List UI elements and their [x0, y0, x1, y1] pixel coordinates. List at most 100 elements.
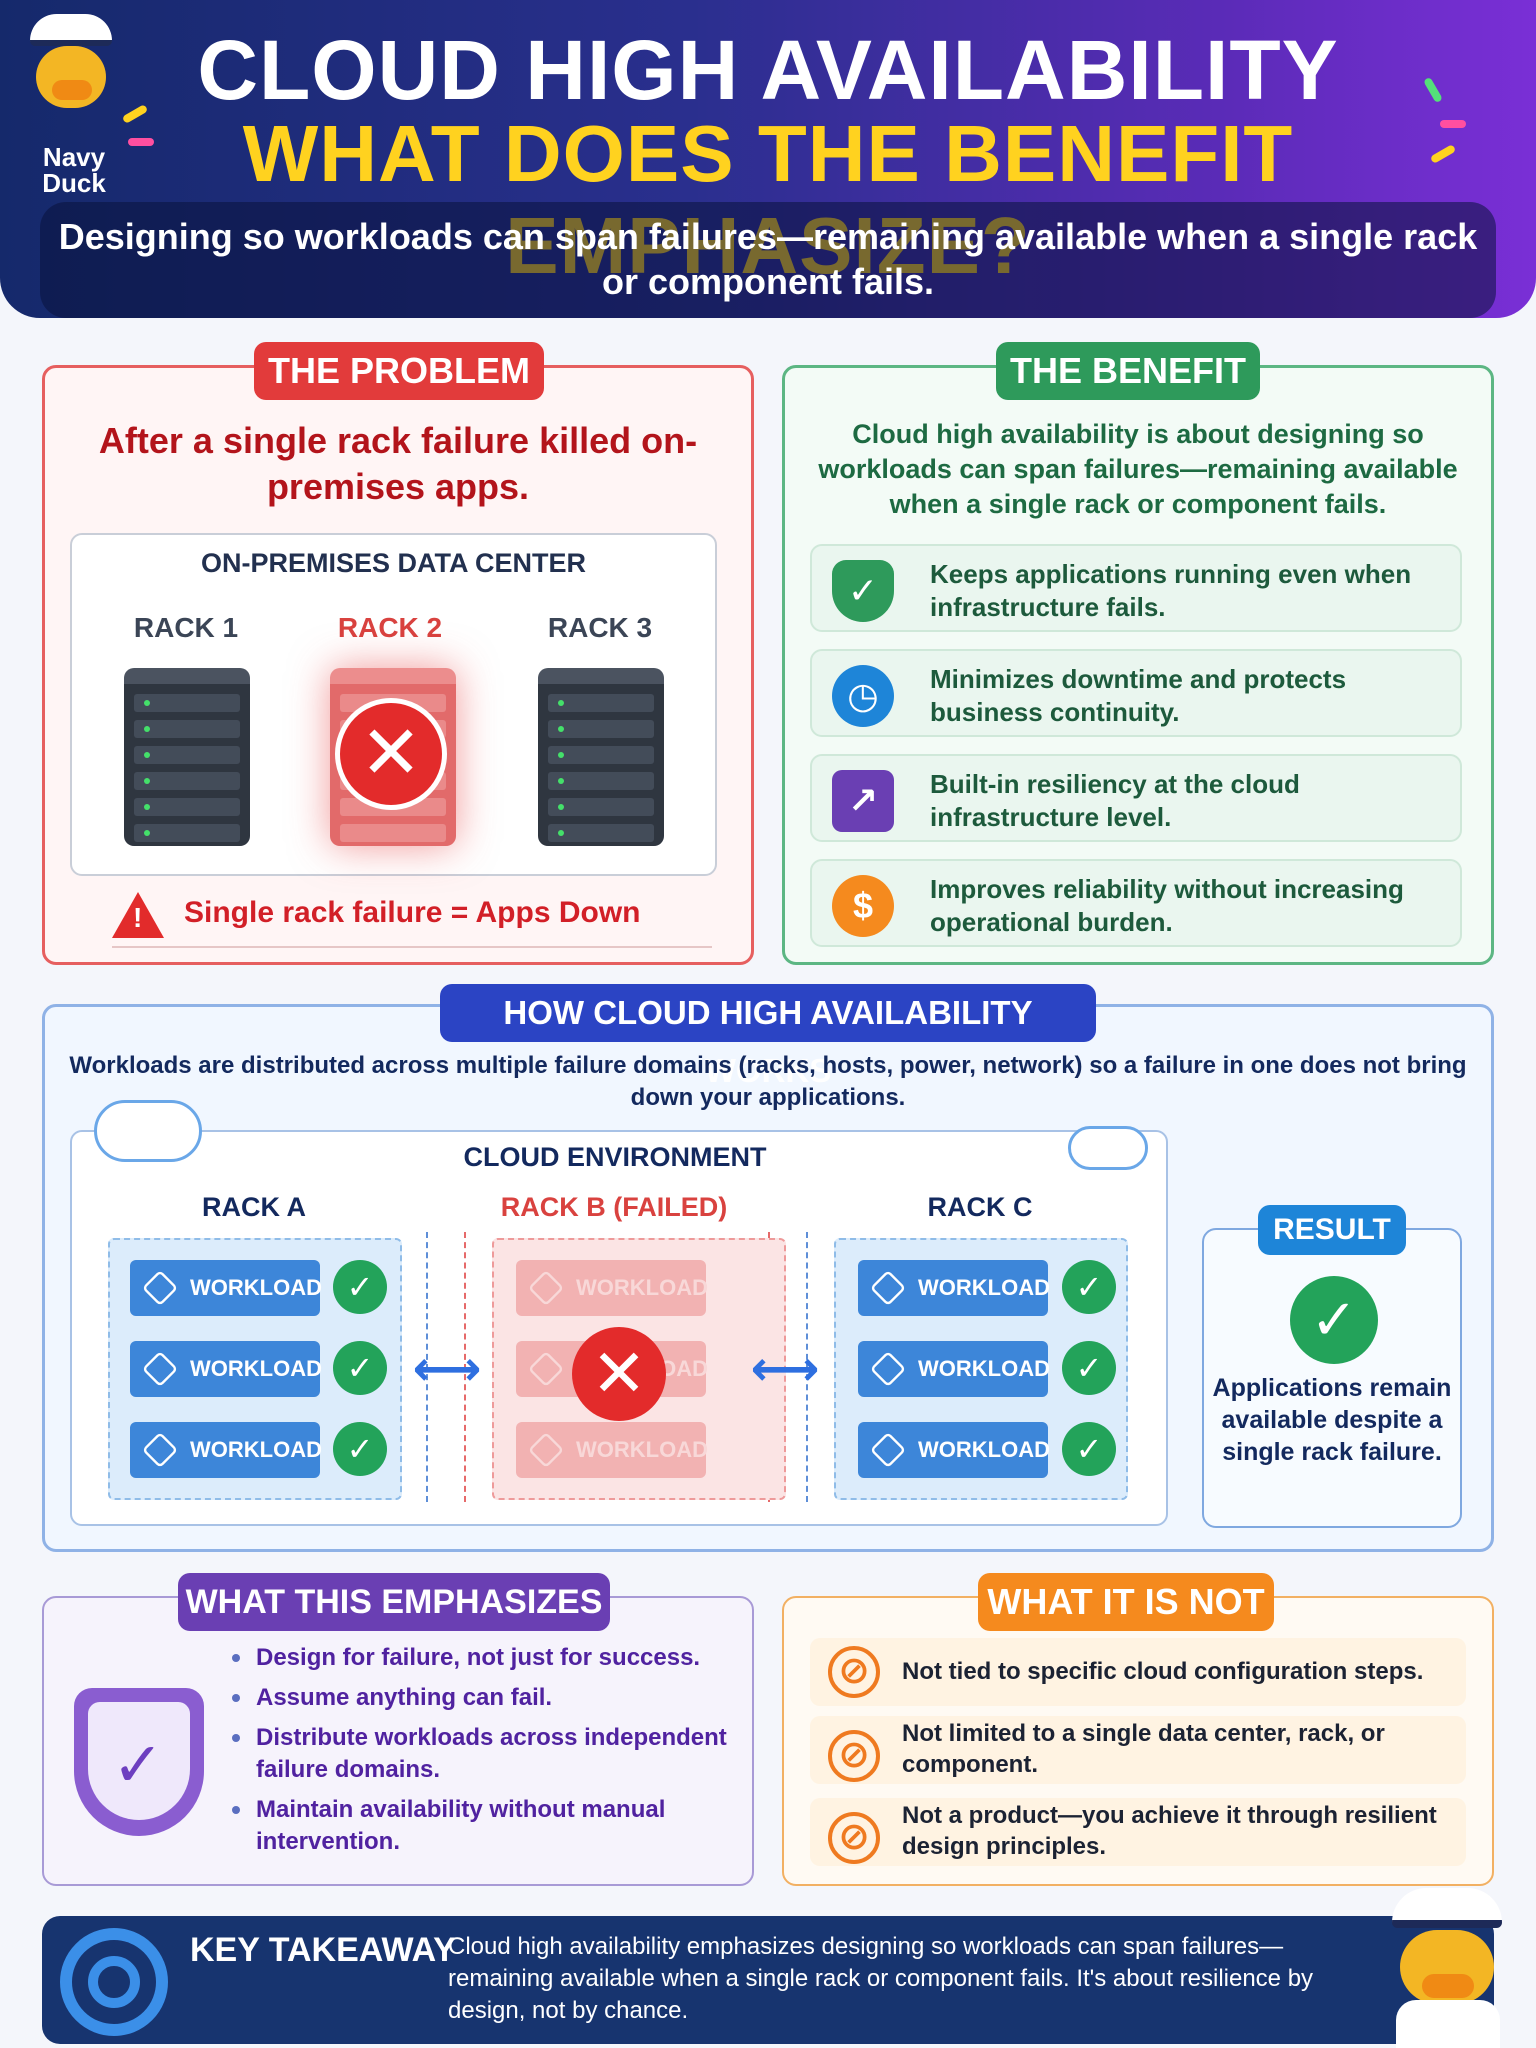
rack-1-label: RACK 1: [133, 612, 239, 643]
navy-duck-mascot: [1378, 1888, 1516, 2048]
emphasizes-title: WHAT THIS EMPHASIZES: [178, 1573, 610, 1631]
duck-beak-icon: [52, 80, 92, 100]
not-item-text: Not tied to specific cloud configuration…: [902, 1658, 1424, 1685]
list-item: Design for failure, not just for success…: [230, 1642, 730, 1674]
workload-tile: WORKLOAD: [858, 1341, 1050, 1397]
list-item: Maintain availability without manual int…: [230, 1794, 730, 1858]
cube-icon: [141, 1431, 179, 1469]
problem-title: THE PROBLEM: [254, 342, 544, 400]
divider: [112, 946, 712, 948]
captain-hat-icon: [1392, 1888, 1502, 1928]
list-item: ⊘ Not limited to a single data center, r…: [810, 1716, 1466, 1784]
workload-tile: WORKLOAD: [858, 1422, 1050, 1478]
logo-text-navy: Navy: [42, 142, 106, 172]
server-rack-icon: [538, 668, 664, 846]
divider: [464, 1232, 466, 1502]
benefit-card: ↗ Built-in resiliency at the cloud infra…: [810, 754, 1462, 842]
emphasizes-list: Design for failure, not just for success…: [230, 1642, 730, 1866]
cube-icon: [869, 1269, 907, 1307]
result-text: Applications remain available despite a …: [1212, 1374, 1452, 1466]
rack-c-label: RACK C: [927, 1192, 1033, 1222]
shield-check-icon: ✓: [832, 560, 894, 622]
cube-icon: [527, 1350, 565, 1388]
workload-tile: WORKLOAD: [858, 1260, 1050, 1316]
cube-icon: [869, 1431, 907, 1469]
check-icon: ✓: [1062, 1422, 1116, 1476]
benefit-card: ◷ Minimizes downtime and protects busine…: [810, 649, 1462, 737]
divider: [806, 1232, 808, 1502]
not-item-text: Not a product—you achieve it through res…: [902, 1802, 1437, 1860]
list-item: Distribute workloads across independent …: [230, 1722, 730, 1786]
dollar-icon: $: [832, 875, 894, 937]
cube-icon: [527, 1431, 565, 1469]
navy-duck-logo: Navy Duck: [22, 8, 120, 198]
workload-tile: WORKLOAD: [130, 1260, 322, 1316]
bidirectional-arrow-icon: ⟷: [412, 1343, 482, 1396]
check-icon: ✓: [1290, 1276, 1378, 1364]
key-takeaway-bar: [42, 1916, 1494, 2044]
clock-icon: ◷: [832, 665, 894, 727]
how-it-works-title: HOW CLOUD HIGH AVAILABILITY WORKS: [440, 984, 1096, 1089]
prohibited-icon: ⊘: [828, 1730, 880, 1782]
benefit-text: Minimizes downtime and protects business…: [930, 664, 1347, 727]
rack-2-label: RACK 2: [337, 612, 443, 643]
cube-icon: [869, 1350, 907, 1388]
benefit-headline: Cloud high availability is about designi…: [818, 419, 1458, 519]
growth-chart-icon: ↗: [832, 770, 894, 832]
result-title: RESULT: [1258, 1205, 1406, 1255]
check-icon: ✓: [333, 1341, 387, 1395]
rack-3-label: RACK 3: [547, 612, 653, 643]
problem-headline: After a single rack failure killed on-pr…: [98, 420, 698, 507]
check-icon: ✓: [1062, 1341, 1116, 1395]
benefit-text: Improves reliability without increasing …: [930, 874, 1404, 937]
sparkle-icon: [1440, 120, 1466, 128]
logo-text-duck: Duck: [42, 168, 106, 198]
not-item-text: Not limited to a single data center, rac…: [902, 1720, 1385, 1778]
key-takeaway-label: KEY TAKEAWAY: [190, 1931, 456, 1969]
benefit-card: ✓ Keeps applications running even when i…: [810, 544, 1462, 632]
how-it-works-description: Workloads are distributed across multipl…: [69, 1052, 1467, 1111]
server-rack-icon: [124, 668, 250, 846]
prohibited-icon: ⊘: [828, 1646, 880, 1698]
bidirectional-arrow-icon: ⟷: [750, 1343, 820, 1396]
list-item: ⊘ Not a product—you achieve it through r…: [810, 1798, 1466, 1866]
cube-icon: [527, 1269, 565, 1307]
rack-a-label: RACK A: [202, 1192, 306, 1222]
cube-icon: [141, 1350, 179, 1388]
list-item: Assume anything can fail.: [230, 1682, 730, 1714]
duck-beak-icon: [1422, 1974, 1474, 1998]
failure-x-icon: ✕: [335, 698, 447, 810]
cube-icon: [141, 1269, 179, 1307]
check-icon: ✓: [1062, 1260, 1116, 1314]
warning-text: Single rack failure = Apps Down: [184, 896, 641, 929]
workload-tile: WORKLOAD: [130, 1422, 322, 1478]
datacenter-label: ON-PREMISES DATA CENTER: [200, 548, 586, 578]
benefit-text: Built-in resiliency at the cloud infrast…: [930, 769, 1300, 832]
check-icon: ✓: [333, 1260, 387, 1314]
header-banner: Navy Duck CLOUD HIGH AVAILABILITY WHAT D…: [0, 0, 1536, 318]
benefit-title: THE BENEFIT: [996, 342, 1260, 400]
failed-workload-tile: WORKLOAD: [516, 1260, 708, 1316]
warning-row: ! Single rack failure = Apps Down: [112, 890, 712, 942]
cloud-icon: [94, 1100, 202, 1162]
sparkle-icon: [128, 138, 154, 146]
failed-workload-tile: WORKLOAD: [516, 1422, 708, 1478]
uniform-icon: [1396, 2000, 1500, 2048]
failure-x-icon: ✕: [572, 1327, 666, 1421]
benefit-text: Keeps applications running even when inf…: [930, 559, 1412, 622]
target-icon: [60, 1928, 168, 2036]
check-icon: ✓: [333, 1422, 387, 1476]
cloud-icon: [1068, 1126, 1148, 1170]
shield-check-icon: ✓: [74, 1688, 204, 1836]
benefit-card: $ Improves reliability without increasin…: [810, 859, 1462, 947]
key-takeaway-text: Cloud high availability emphasizes desig…: [448, 1933, 1314, 2024]
rack-b-label: RACK B (FAILED): [500, 1192, 728, 1222]
cloud-environment-label: CLOUD ENVIRONMENT: [463, 1142, 767, 1172]
workload-tile: WORKLOAD: [130, 1341, 322, 1397]
subtitle-box: [40, 202, 1496, 318]
warning-triangle-icon: !: [112, 892, 164, 938]
prohibited-icon: ⊘: [828, 1812, 880, 1864]
header-subtitle: Designing so workloads can span failures…: [58, 216, 1478, 302]
page-title: CLOUD HIGH AVAILABILITY: [197, 23, 1339, 117]
list-item: ⊘ Not tied to specific cloud configurati…: [810, 1638, 1466, 1706]
